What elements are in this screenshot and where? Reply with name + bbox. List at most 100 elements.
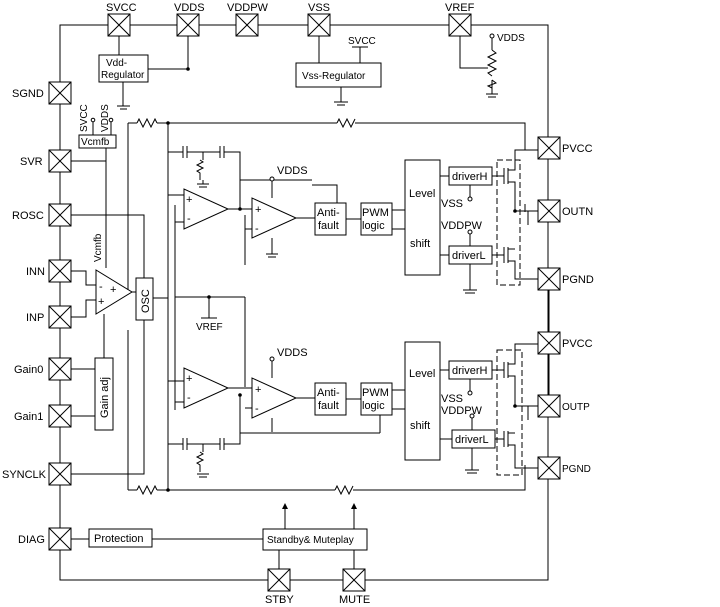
pin-vdds: VDDS — [174, 2, 205, 37]
upper-vss-label: VSS — [441, 198, 463, 210]
lower-pwm-l1: PWM — [362, 387, 389, 399]
pin-gain1-label: Gain1 — [14, 411, 43, 423]
upper-driver-wires — [440, 175, 477, 294]
pin-pvcc-2-label: PVCC — [562, 338, 593, 350]
pin-pvcc-2: PVCC — [537, 331, 593, 355]
upper-level-shift: Level shift — [404, 159, 441, 276]
vref-resistor — [486, 49, 498, 89]
lower-level-shift: Level shift — [404, 341, 441, 461]
vss-reg-svcc-label: SVCC — [348, 36, 376, 47]
upper-pwm-l2: logic — [362, 220, 385, 232]
vcmfb-wires — [71, 122, 112, 268]
upper-antifault-l1: Anti- — [317, 207, 340, 219]
pin-rosc: ROSC — [12, 203, 72, 227]
upper-int2-minus: - — [255, 223, 259, 235]
osc-block: OSC — [135, 277, 154, 321]
lower-out-junction — [513, 404, 517, 408]
pin-diag-label: DIAG — [18, 534, 45, 546]
vcmfb-vdds-label: VDDS — [100, 104, 111, 132]
resistor-top-right — [336, 117, 356, 129]
vcmfb-vdds-terminal — [108, 117, 114, 123]
lower-integrator-2: + - — [251, 377, 298, 419]
upper-driverh-label: driverH — [452, 171, 488, 183]
standby-mute-label: Standby& Muteplay — [267, 535, 354, 546]
vdd-regulator: Vdd- Regulator — [98, 54, 149, 83]
pin-outn-label: OUTN — [562, 206, 593, 218]
lower-antifault-l1: Anti- — [317, 387, 340, 399]
pin-svr-label: SVR — [20, 156, 43, 168]
lower-anti-fault: Anti- fault — [314, 382, 347, 416]
vref-center-label: VREF — [196, 322, 223, 333]
pin-sgnd: SGND — [12, 81, 72, 105]
upper-vddpw-terminal — [467, 229, 473, 235]
lower-level-l2: shift — [410, 420, 430, 432]
upper-pwm-l1: PWM — [362, 207, 389, 219]
pin-outn: OUTN — [537, 199, 593, 223]
vcmfb-svcc-label: SVCC — [79, 104, 90, 132]
lower-pwm-logic: PWM logic — [360, 382, 393, 416]
upper-integrator-2: + - — [251, 197, 298, 239]
pin-pgnd-1: PGND — [537, 267, 594, 291]
lower-level-l1: Level — [409, 368, 435, 380]
pin-vddpw-label: VDDPW — [227, 2, 269, 14]
lower-int2-minus: - — [255, 403, 259, 415]
vcmfb-block: Vcmfb — [78, 134, 117, 149]
upper-int1-minus: - — [187, 213, 191, 225]
lower-vdds-terminal — [269, 356, 275, 362]
upper-vdds-terminal — [269, 176, 275, 182]
lower-int2-plus: + — [255, 384, 261, 396]
gain-adj-label: Gain adj — [99, 377, 111, 418]
top-feedback-rail — [127, 122, 526, 491]
chip-outline — [59, 24, 549, 581]
lower-driverl-label: driverL — [455, 434, 489, 446]
upper-int1-plus: + — [186, 194, 192, 206]
lower-output-stage — [496, 349, 523, 476]
lower-amp-wires — [168, 361, 381, 434]
upper-vddpw-label: VDDPW — [441, 220, 483, 232]
vss-reg-wires — [318, 36, 368, 106]
gain-wires — [71, 314, 105, 417]
input-amp-plus: + — [98, 296, 104, 308]
vdd-regulator-line1: Vdd- — [106, 58, 127, 69]
upper-caps — [168, 146, 241, 210]
vdd-junction — [186, 67, 190, 71]
upper-vss-terminal — [467, 196, 473, 202]
pin-pvcc-1-label: PVCC — [562, 143, 593, 155]
pin-vss: VSS — [307, 2, 331, 37]
standby-mute-block: Standby& Muteplay — [262, 528, 368, 551]
pin-vref-label: VREF — [445, 2, 475, 14]
lower-driver-wires — [440, 369, 479, 474]
upper-vdds-label: VDDS — [277, 165, 308, 177]
arrow-up-left — [282, 503, 288, 509]
pin-svcc: SVCC — [106, 2, 137, 37]
vcmfb-label: Vcmfb — [81, 137, 110, 148]
pin-inp: INP — [26, 305, 72, 329]
lower-vss-label: VSS — [441, 393, 463, 405]
pin-svcc-label: SVCC — [106, 2, 137, 14]
vref-divider-wires — [459, 36, 498, 98]
vref-vdds-label: VDDS — [497, 33, 525, 44]
upper-driver-l: driverL — [448, 245, 493, 265]
lower-driver-h: driverH — [448, 360, 493, 380]
input-amp-wires — [71, 270, 136, 318]
arrow-up-right — [351, 503, 357, 509]
upper-antifault-l2: fault — [318, 220, 339, 232]
lower-caps — [168, 395, 241, 478]
lower-vddpw-label: VDDPW — [441, 405, 483, 417]
pin-vddpw: VDDPW — [227, 2, 269, 37]
protection-block: Protection — [88, 528, 153, 548]
pin-stby: STBY — [265, 568, 294, 606]
input-amp-out-plus: + — [110, 284, 116, 296]
pin-sgnd-label: SGND — [12, 88, 44, 100]
vref-center-junction — [207, 295, 211, 299]
lower-vss-terminal — [467, 390, 473, 396]
pin-gain1: Gain1 — [14, 404, 72, 428]
pin-outp: OUTP — [537, 394, 590, 418]
pin-stby-label: STBY — [265, 594, 294, 606]
lower-vdds-label: VDDS — [277, 347, 308, 359]
pin-inn: INN — [26, 259, 72, 283]
upper-pwm-logic: PWM logic — [360, 202, 393, 236]
input-amplifier: - + + — [95, 269, 133, 315]
lower-int1-plus: + — [186, 373, 192, 385]
